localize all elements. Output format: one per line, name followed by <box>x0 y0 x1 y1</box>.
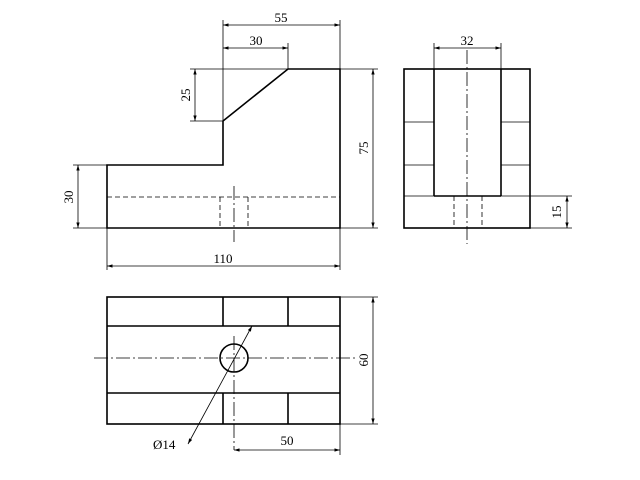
dim-30v-text: 30 <box>61 191 76 204</box>
dim-15-text: 15 <box>549 206 564 219</box>
dim-32-text: 32 <box>461 33 474 48</box>
top-view <box>94 296 355 450</box>
dim-50-text: 50 <box>281 433 294 448</box>
dim-30h-text: 30 <box>250 33 263 48</box>
dim-55-text: 55 <box>275 10 288 25</box>
dim-110-text: 110 <box>213 251 232 266</box>
dim-75-text: 75 <box>356 142 371 155</box>
front-view-outline <box>106 68 341 229</box>
dim-60-text: 60 <box>356 354 371 367</box>
dim-25-text: 25 <box>178 89 193 102</box>
dim-dia-leader <box>187 325 253 445</box>
side-view <box>403 50 531 244</box>
dim-dia-text: Ø14 <box>153 437 176 452</box>
dimension-lines: 55 30 25 75 30 110 32 15 <box>61 10 572 455</box>
front-view <box>106 68 341 242</box>
